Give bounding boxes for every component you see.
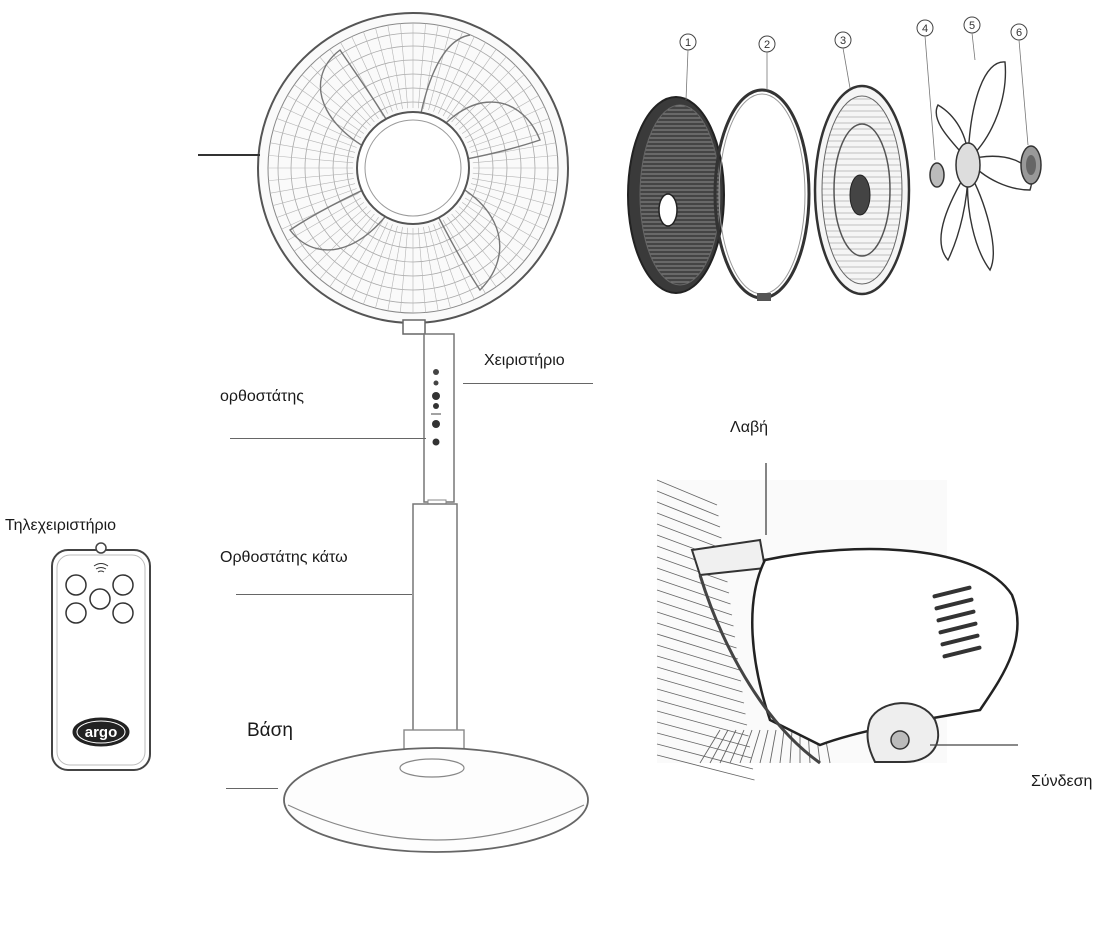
base-leader-line <box>226 788 278 789</box>
fan-head <box>258 13 568 334</box>
part-number-5: 5 <box>969 20 975 32</box>
label-handle: Λαβή <box>730 420 768 436</box>
label-base: Βάση <box>247 721 293 740</box>
exploded-view: 1 2 3 4 5 6 <box>628 17 1041 301</box>
control-panel-leader-line <box>463 383 593 384</box>
part-1-rear-grill <box>628 97 724 293</box>
label-control-panel: Χειριστήριο <box>484 353 565 369</box>
part-3-front-grill <box>815 86 909 294</box>
upper-pole <box>424 334 454 502</box>
upper-pole-leader-line <box>230 438 426 439</box>
closeup-motor <box>657 480 1018 780</box>
lower-pole <box>404 500 464 766</box>
label-lower-pole: Ορθοστάτης κάτω <box>220 550 348 566</box>
remote-control: argo <box>52 543 150 770</box>
part-5-blade <box>936 62 1031 270</box>
label-remote: Τηλεχειριστήριο <box>5 518 116 534</box>
lower-pole-leader-line <box>236 594 412 595</box>
part-6-cap <box>1021 146 1041 184</box>
part-number-labels: 1 2 3 4 5 6 <box>685 20 1022 51</box>
remote-logo: argo <box>73 718 129 746</box>
part-number-1: 1 <box>685 37 691 49</box>
fan-head-leader-line <box>198 154 260 156</box>
part-number-6: 6 <box>1016 27 1022 39</box>
remote-logo-text: argo <box>85 724 118 741</box>
part-4-nut <box>930 163 944 187</box>
label-connection: Σύνδεση <box>1031 774 1092 790</box>
part-2-ring <box>715 90 809 301</box>
fan-base <box>284 748 588 852</box>
part-number-2: 2 <box>764 39 770 51</box>
part-number-3: 3 <box>840 35 846 47</box>
label-upper-pole: ορθοστάτης <box>220 389 304 405</box>
part-number-4: 4 <box>922 23 928 35</box>
